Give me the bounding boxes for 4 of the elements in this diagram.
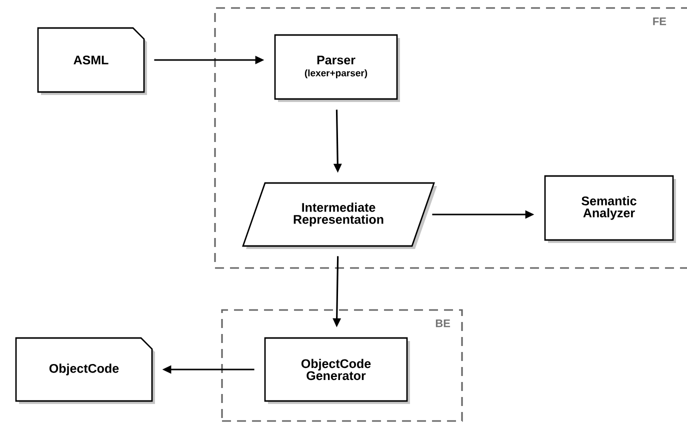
- process-box: ObjectCode Generator: [264, 337, 410, 404]
- process-box: Semantic Analyzer: [544, 175, 676, 243]
- data-parallelogram: Intermediate Representation: [242, 182, 437, 249]
- process-box: Parser (lexer+parser): [274, 34, 400, 102]
